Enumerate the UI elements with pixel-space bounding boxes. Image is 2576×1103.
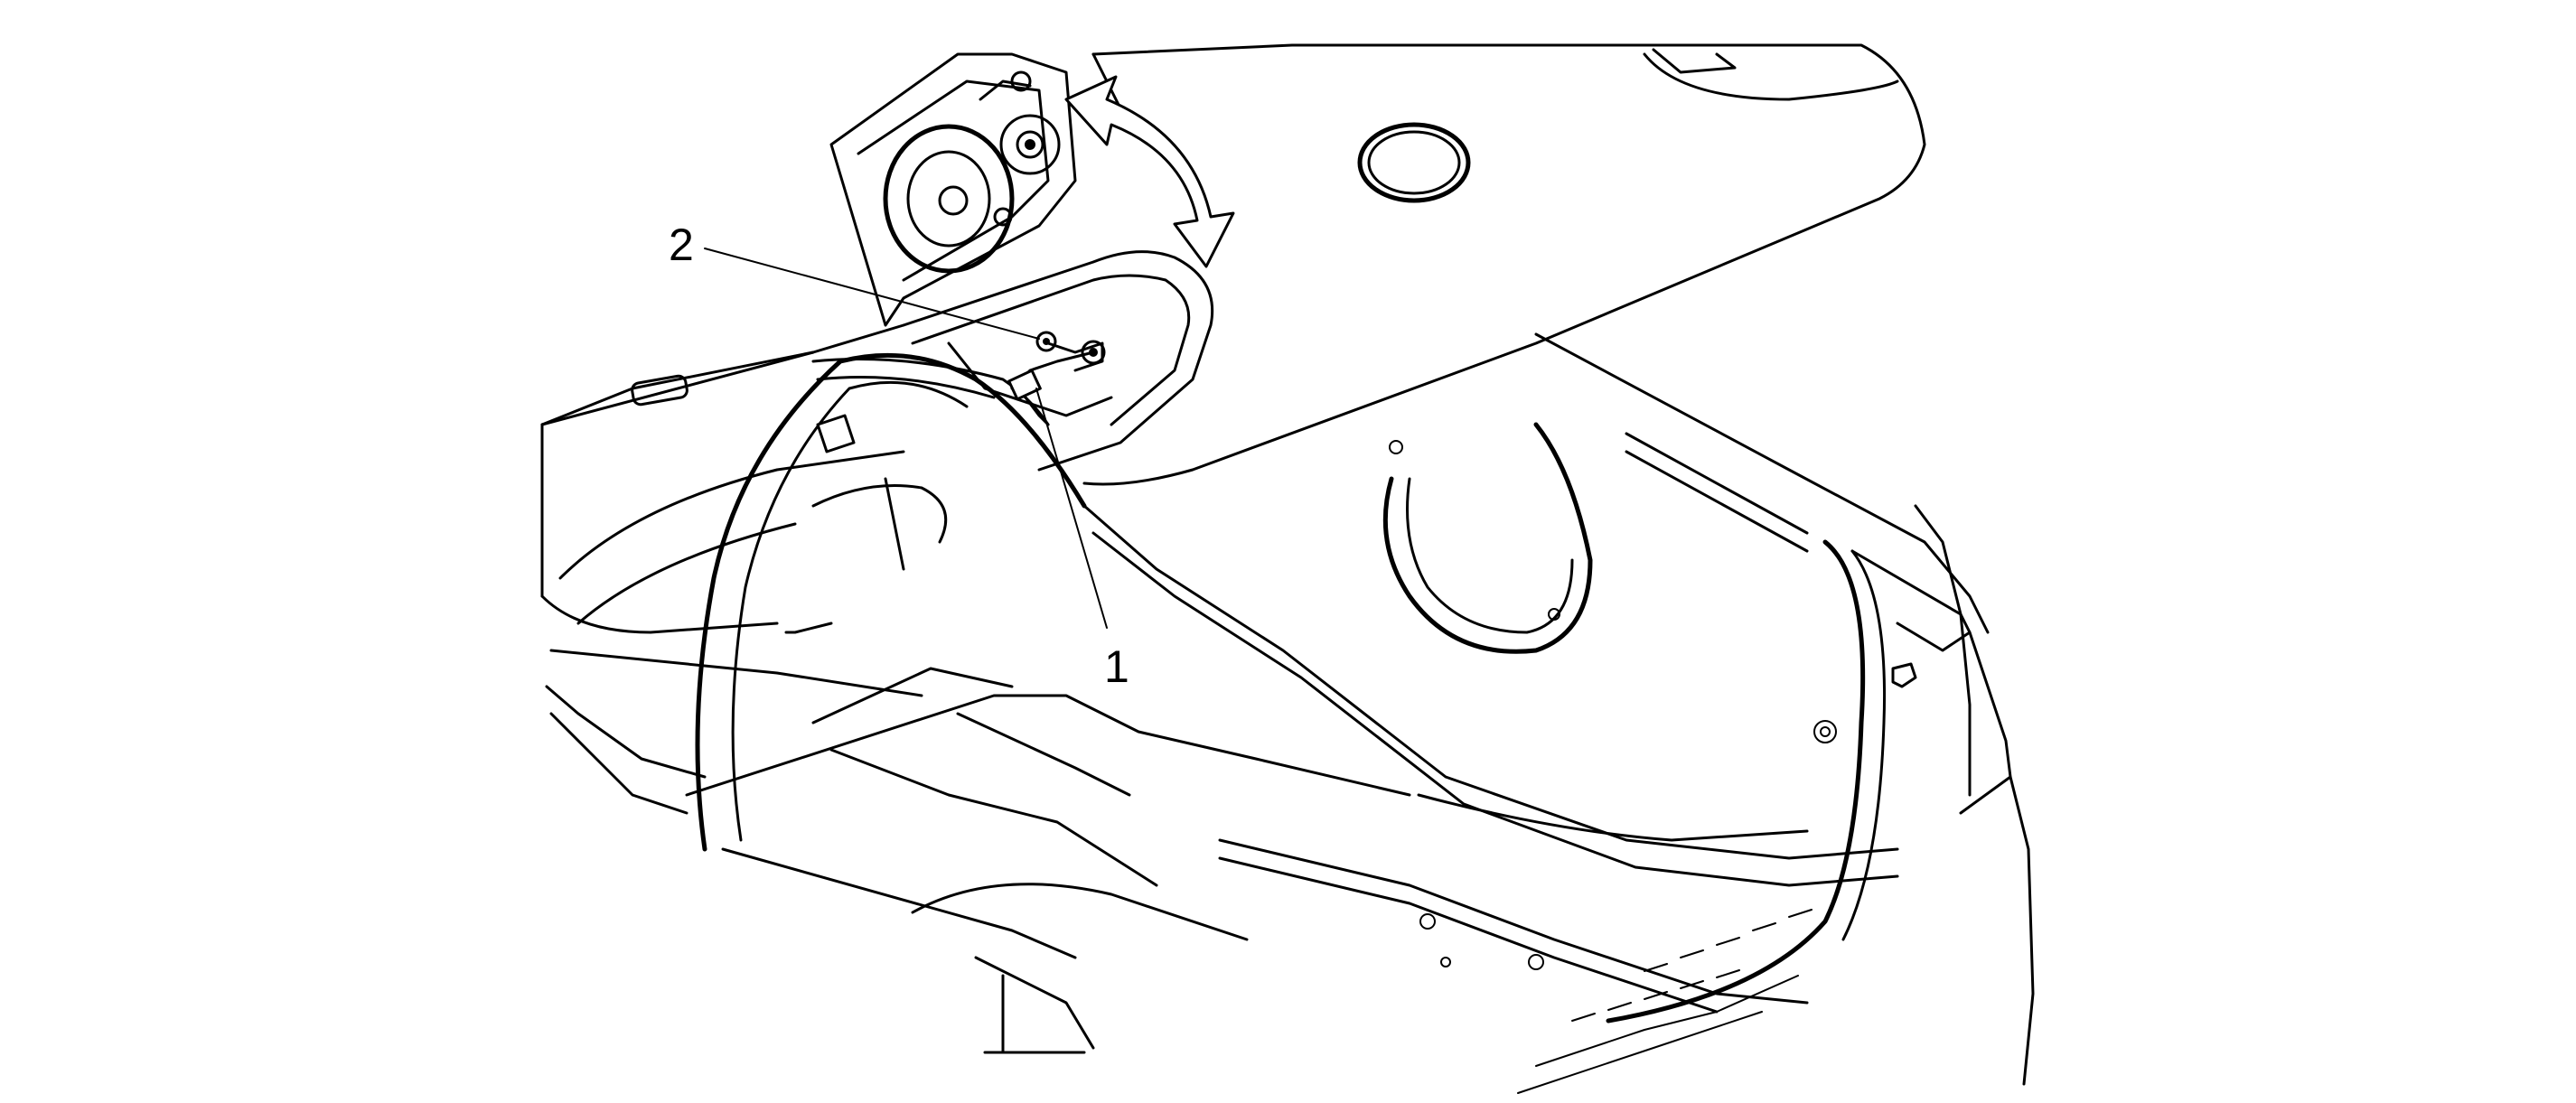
right-tail-lamp bbox=[1534, 332, 2035, 1086]
wiring-harness-connector bbox=[1007, 340, 1106, 426]
trunk-weatherstrip bbox=[695, 352, 1899, 1024]
trunk-floor bbox=[685, 667, 1837, 1094]
swing-direction-arrow bbox=[1064, 75, 1235, 268]
rear-shelf bbox=[540, 351, 948, 625]
rear-body-outline bbox=[540, 323, 1249, 1054]
leader-line-2 bbox=[704, 248, 1040, 340]
lid-inner-frame bbox=[902, 250, 1214, 472]
ground-nut bbox=[1035, 331, 1057, 352]
trunk-hinge bbox=[811, 358, 1050, 453]
spare-tire bbox=[1382, 422, 1593, 654]
trunk-lid-inner-panel bbox=[829, 52, 1077, 327]
callout-2: 2 bbox=[669, 220, 694, 270]
callout-1: 1 bbox=[1104, 641, 1129, 692]
leader-line-1 bbox=[1035, 388, 1108, 629]
trunk-lid bbox=[1082, 43, 1926, 486]
